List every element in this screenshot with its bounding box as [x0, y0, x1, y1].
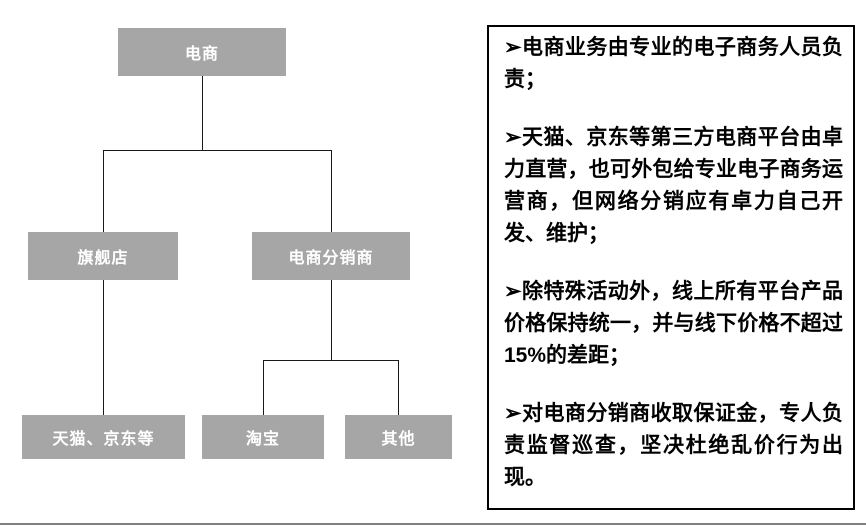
- connector-line: [331, 150, 332, 232]
- connector-line: [202, 76, 203, 150]
- arrow-bullet-icon: ➢: [504, 402, 522, 425]
- org-node-label: 电商分销商: [288, 250, 374, 267]
- org-node-label: 旗舰店: [77, 250, 129, 267]
- connector-line: [331, 280, 332, 360]
- org-node-ecommerce: 电商: [118, 28, 286, 76]
- note-text: 对电商分销商收取保证金，专人负责监督巡查，坚决杜绝乱价行为出现。: [504, 402, 843, 489]
- org-node-ecommerce-distributor: 电商分销商: [252, 232, 410, 280]
- connector-line: [103, 150, 104, 232]
- org-node-tmall-jd: 天猫、京东等: [22, 415, 185, 459]
- org-node-label: 淘宝: [245, 431, 280, 448]
- connector-line: [103, 150, 332, 151]
- org-node-flagship-store: 旗舰店: [28, 232, 178, 280]
- org-node-label: 电商: [184, 46, 219, 63]
- note-item: ➢电商业务由专业的电子商务人员负责；: [504, 32, 843, 96]
- connector-line: [263, 360, 264, 415]
- org-node-label: 其他: [381, 431, 416, 448]
- bottom-divider: [0, 523, 866, 525]
- org-node-taobao: 淘宝: [202, 415, 324, 459]
- org-node-label: 天猫、京东等: [52, 431, 155, 448]
- note-text: 除特殊活动外，线上所有平台产品价格保持统一，并与线下价格不超过15%的差距；: [504, 280, 843, 367]
- org-node-other: 其他: [345, 415, 452, 459]
- connector-line: [103, 280, 104, 415]
- note-item: ➢天猫、京东等第三方电商平台由卓力直营，也可外包给专业电子商务运营商，但网络分销…: [504, 122, 843, 250]
- note-item: ➢对电商分销商收取保证金，专人负责监督巡查，坚决杜绝乱价行为出现。: [504, 398, 843, 494]
- note-text: 天猫、京东等第三方电商平台由卓力直营，也可外包给专业电子商务运营商，但网络分销应…: [504, 126, 843, 245]
- connector-line: [398, 360, 399, 415]
- note-text: 电商业务由专业的电子商务人员负责；: [504, 36, 843, 91]
- arrow-bullet-icon: ➢: [504, 126, 522, 149]
- note-item: ➢除特殊活动外，线上所有平台产品价格保持统一，并与线下价格不超过15%的差距；: [504, 276, 843, 372]
- arrow-bullet-icon: ➢: [504, 36, 522, 59]
- arrow-bullet-icon: ➢: [504, 280, 522, 303]
- notes-panel: ➢电商业务由专业的电子商务人员负责； ➢天猫、京东等第三方电商平台由卓力直营，也…: [487, 25, 855, 510]
- connector-line: [263, 360, 399, 361]
